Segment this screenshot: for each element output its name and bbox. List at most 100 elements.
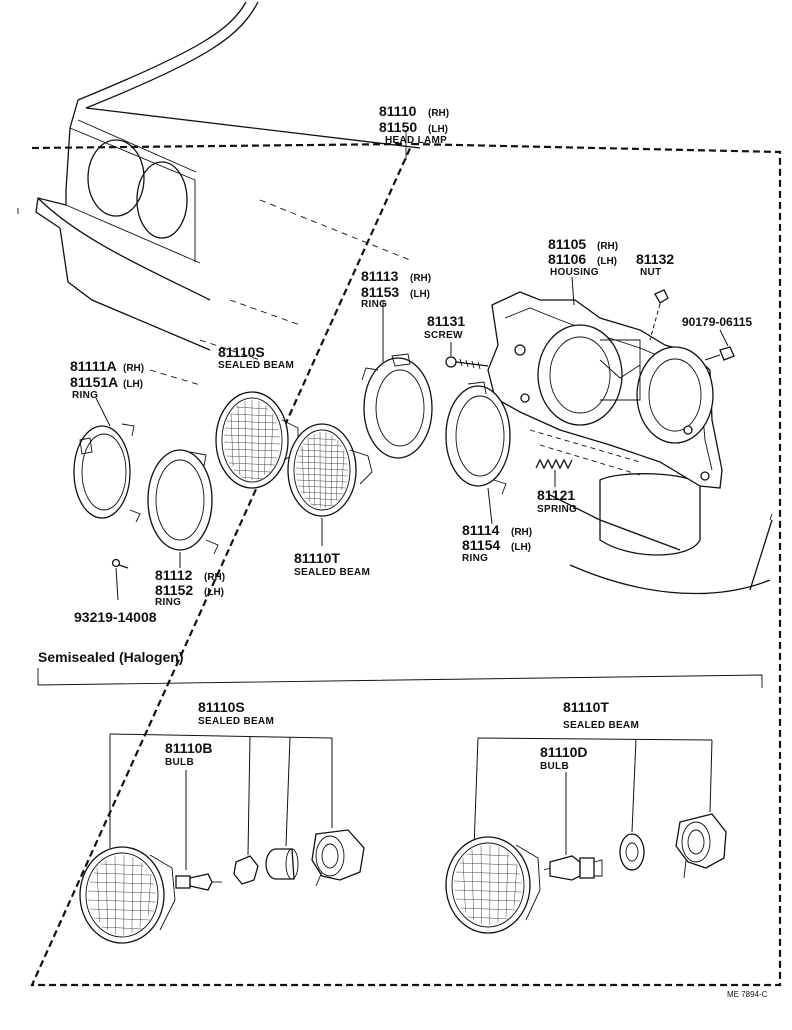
svg-text:81132: 81132: [636, 251, 674, 267]
headlamp-lh-no: 81150: [379, 119, 417, 135]
lens-grid-line: [497, 847, 500, 923]
svg-text:(LH): (LH): [410, 289, 430, 300]
headlamp-rh-suffix: (RH): [428, 108, 449, 119]
semisealed-left-socket: [265, 848, 299, 880]
svg-text:81110T: 81110T: [563, 699, 609, 715]
svg-text:81114: 81114: [462, 522, 500, 538]
lens-grid-line: [304, 497, 340, 501]
lens-grid-line: [96, 867, 100, 923]
lens-grid-line: [456, 898, 520, 902]
lens-grid-line: [513, 864, 518, 906]
lens-grid-line: [224, 441, 280, 445]
bolt-drawing: [704, 329, 735, 361]
nut-label: 81132 NUT: [636, 251, 674, 278]
lens-grid-line: [296, 461, 348, 465]
svg-text:81105: 81105: [548, 236, 586, 252]
car-body-outline: [35, 1, 773, 595]
bolt-label: 90179-06115: [682, 315, 752, 329]
lens-grid-line: [310, 503, 334, 507]
ring-outer-label: 81111A (RH) 81151A (LH) RING: [70, 358, 144, 401]
semisealed-left-gasket: [233, 855, 259, 885]
svg-text:81152: 81152: [155, 582, 193, 598]
lens-grid-line: [296, 473, 348, 477]
svg-text:SEALED BEAM: SEALED BEAM: [563, 720, 639, 731]
svg-text:RING: RING: [361, 299, 387, 310]
svg-text:(RH): (RH): [410, 273, 431, 284]
sealed-beam-t-drawing: [287, 423, 373, 546]
lens-grid-line: [462, 857, 466, 913]
lens-grid-line: [114, 855, 116, 935]
sealed-beam-s-label: 81110S SEALED BEAM: [218, 344, 294, 371]
svg-text:90179-06115: 90179-06115: [682, 315, 752, 329]
small-screw-drawing: [111, 558, 129, 601]
lens-grid-line: [296, 479, 348, 483]
lens-grid-line: [90, 908, 154, 912]
lens-grid-line: [303, 443, 341, 447]
semisealed-right-cap: [675, 813, 727, 879]
svg-text:SCREW: SCREW: [424, 330, 463, 341]
lens-grid-line: [230, 413, 234, 467]
svg-text:81110B: 81110B: [165, 740, 213, 756]
lens-grid-line: [101, 926, 143, 930]
lens-grid-line: [89, 881, 155, 885]
ring-inner-label: 81113 (RH) 81153 (LH) RING: [361, 268, 431, 310]
lens-grid-line: [88, 899, 156, 903]
ring-adjust-drawing: [445, 381, 511, 525]
lens-grid-line: [298, 485, 346, 489]
lens-grid-line: [467, 916, 509, 920]
lens-grid-line: [147, 874, 152, 916]
svg-text:81112: 81112: [155, 567, 193, 583]
lens-grid-line: [93, 872, 151, 876]
semisealed-left-leaders: [109, 733, 333, 870]
lens-grid-line: [454, 880, 522, 884]
svg-text:SPRING: SPRING: [537, 504, 577, 515]
svg-text:93219-14008: 93219-14008: [74, 609, 157, 625]
spring-drawing: [535, 458, 573, 487]
lens-grid-line: [225, 427, 279, 431]
svg-text:(RH): (RH): [597, 241, 618, 252]
lens-grid-line: [480, 845, 482, 925]
svg-text:81121: 81121: [537, 487, 575, 503]
housing-drawing: [487, 276, 723, 489]
lens-grid-line: [139, 862, 143, 928]
semisealed-left-beam: [79, 846, 176, 944]
semisealed-left-labels: 81110S SEALED BEAM 81110B BULB: [165, 699, 274, 768]
lens-grid-line: [94, 917, 150, 921]
lens-grid-line: [505, 852, 509, 918]
semisealed-left-cap: [311, 829, 365, 887]
lens-grid-line: [313, 433, 316, 507]
spring-label: 81121 SPRING: [537, 487, 577, 515]
lens-grid-line: [460, 907, 516, 911]
lens-grid-line: [454, 889, 522, 893]
lens-grid-line: [227, 420, 277, 424]
lens-grid-line: [466, 853, 510, 857]
semisealed-left-bulb: [175, 873, 222, 891]
svg-text:BULB: BULB: [540, 761, 569, 772]
lens-grid-line: [459, 862, 517, 866]
svg-text:SEALED BEAM: SEALED BEAM: [198, 716, 274, 727]
svg-text:(LH): (LH): [511, 542, 531, 553]
headlamp-rh-no: 81110: [379, 103, 417, 119]
reference-code: ME 7894-C: [727, 990, 768, 999]
semisealed-right-bulb: [543, 855, 603, 881]
ring-inner-drawing: [361, 300, 433, 459]
ring-mid-drawing: [147, 449, 219, 568]
svg-text:(RH): (RH): [511, 527, 532, 538]
svg-text:81106: 81106: [548, 251, 586, 267]
svg-text:RING: RING: [155, 597, 181, 608]
screw-label: 81131 SCREW: [424, 313, 465, 341]
svg-text:(LH): (LH): [597, 256, 617, 267]
svg-text:SEALED BEAM: SEALED BEAM: [218, 360, 294, 371]
lens-grid-line: [224, 448, 280, 452]
assembly-boundary: [30, 130, 782, 987]
svg-text:81110S: 81110S: [198, 699, 245, 715]
semisealed-title: Semisealed (Halogen): [38, 649, 184, 665]
svg-text:81154: 81154: [462, 537, 500, 553]
lens-grid-line: [264, 405, 267, 475]
svg-text:81151A: 81151A: [70, 374, 118, 390]
svg-text:(LH): (LH): [204, 587, 224, 598]
lens-grid-line: [300, 491, 344, 495]
lens-grid-line: [455, 871, 521, 875]
semisealed-right-labels: 81110T SEALED BEAM 81110D BULB: [540, 699, 639, 772]
lens-grid-line: [237, 405, 240, 475]
